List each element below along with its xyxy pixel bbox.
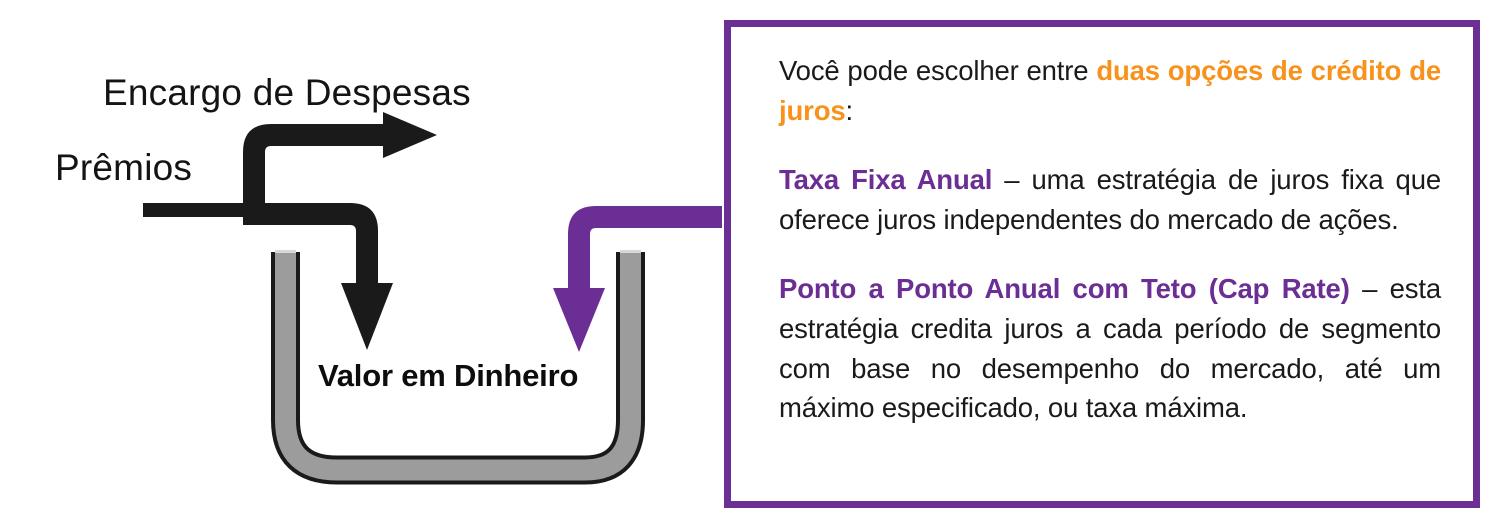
text-run-intro-2: : [845,94,853,126]
cash-value-inflow-line [243,203,378,285]
text-run-intro-0: Você pode escolher entre [779,55,1097,86]
text-run-taxa-fixa-anual-1: – uma estratégia de juros fixa que ofere… [779,164,1441,235]
bucket-left-rim [275,250,296,253]
cash-value-bucket-icon [271,250,645,485]
callout-paragraph-ponto-a-ponto-anual: Ponto a Ponto Anual com Teto (Cap Rate) … [779,269,1441,427]
expense-charge-label: Encargo de Despesas [103,72,471,113]
black-flow-arrows [143,112,437,350]
text-run-ponto-a-ponto-anual-1: – esta estratégia credita juros a cada p… [779,273,1441,424]
premiums-label: Prêmios [55,147,193,188]
interest-credit-flow-arrow [553,206,722,352]
interest-credit-options-callout: Você pode escolher entre duas opções de … [724,20,1480,508]
expense-charge-arrowhead [383,112,437,158]
bucket-right-rim [620,250,641,253]
cash-value-flow-diagram: Encargo de Despesas Prêmios Valor em Din… [0,0,722,528]
highlight-purple-ponto-a-ponto-anual: Ponto a Ponto Anual com Teto (Cap Rate) [779,273,1350,305]
cash-value-inflow-arrowhead [341,283,393,350]
interest-credit-arrowhead [553,288,605,352]
callout-paragraph-intro: Você pode escolher entre duas opções de … [779,51,1441,130]
callout-body: Você pode escolher entre duas opções de … [731,27,1473,428]
flow-diagram-svg [143,112,722,485]
interest-credit-flow-line [568,206,722,290]
bucket-fill [275,252,641,481]
cash-value-label: Valor em Dinheiro [318,358,579,393]
highlight-orange-intro: duas opções de crédito de juros [779,55,1441,126]
callout-paragraph-taxa-fixa-anual: Taxa Fixa Anual – uma estratégia de juro… [779,160,1441,239]
highlight-purple-taxa-fixa-anual: Taxa Fixa Anual [779,164,993,196]
